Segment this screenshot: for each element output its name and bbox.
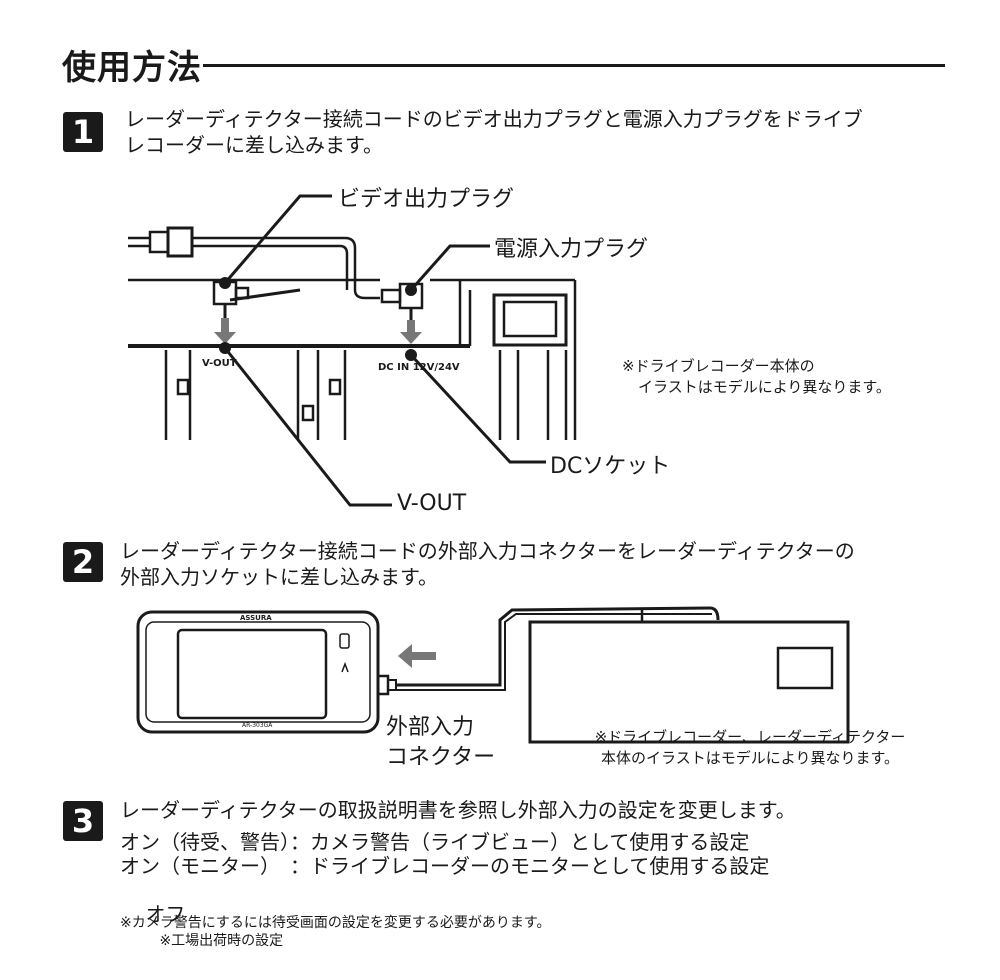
vout-label: V-OUT [397, 491, 467, 516]
step-3-number: 3 [63, 801, 103, 841]
title-rule [203, 64, 945, 67]
power-button-icon [339, 633, 350, 649]
setting-off-label: オフ [145, 902, 186, 926]
dc-socket-bracket [492, 293, 568, 347]
recorder-note-line1: ※ドライブレコーダー本体の [622, 357, 815, 375]
device-model: AR-303GA [242, 722, 273, 729]
port-vout-text: V-OUT [202, 358, 237, 369]
device-illustration-note: ※ドライブレコーダー、レーダーディテクター 本体のイラストはモデルにより異なりま… [540, 727, 960, 769]
step-2-text: レーダーディテクター接続コードの外部入力コネクターをレーダーディテクターの 外部… [120, 538, 855, 590]
setting-on-standby: オン（待受、警告）：カメラ警告（ライブビュー）として使用する設定 [120, 830, 750, 854]
video-insert-arrow [214, 332, 236, 344]
radar-detector-screen [176, 628, 328, 720]
connector-label: 外部入力 コネクター [386, 713, 495, 773]
brand-logo-icon [341, 661, 349, 673]
cable-connector-main [166, 226, 194, 258]
connection-cable [396, 606, 720, 687]
vout-leader [223, 347, 392, 507]
connector-label-line1: 外部入力 [386, 715, 475, 740]
setting-off-note: ※工場出荷時の設定 [159, 933, 284, 949]
device-note-line1: ※ドライブレコーダー、レーダーディテクター [594, 728, 906, 746]
drive-recorder-screen [776, 646, 834, 690]
step-1-text-line2: レコーダーに差し込みます。 [125, 133, 383, 157]
port-dc-text: DC IN 12V/24V [378, 362, 460, 373]
insert-direction-arrow [398, 644, 412, 668]
connector-label-line2: コネクター [386, 745, 496, 770]
step-1-number: 1 [63, 112, 103, 152]
step-3-text: レーダーディテクターの取扱説明書を参照し外部入力の設定を変更します。 [120, 798, 796, 822]
power-plug-leader [409, 244, 490, 291]
step-2-text-line1: レーダーディテクター接続コードの外部入力コネクターをレーダーディテクターの [120, 539, 855, 563]
drive-recorder-body [528, 620, 850, 744]
device-brand: ASSURA [240, 614, 272, 622]
step-1-text: レーダーディテクター接続コードのビデオ出力プラグと電源入力プラグをドライブ レコ… [125, 106, 863, 158]
radar-detector-body [136, 610, 380, 734]
power-insert-arrow [400, 332, 422, 344]
setting-off: オフ ※工場出荷時の設定 [120, 878, 769, 977]
footnote: ※カメラ警告にするには待受画面の設定を変更する必要があります。 [120, 915, 551, 931]
step-2-text-line2: 外部入力ソケットに差し込みます。 [120, 565, 438, 589]
video-plug-leader [223, 194, 332, 284]
step-1-text-line1: レーダーディテクター接続コードのビデオ出力プラグと電源入力プラグをドライブ [125, 107, 863, 131]
device-note-line2: 本体のイラストはモデルにより異なります。 [601, 749, 899, 767]
recorder-note-line2: イラストはモデルにより異なります。 [638, 378, 891, 396]
recorder-illustration-note: ※ドライブレコーダー本体の イラストはモデルにより異なります。 [622, 356, 891, 398]
power-plug-label: 電源入力プラグ [494, 237, 649, 262]
settings-list: オン（待受、警告）：カメラ警告（ライブビュー）として使用する設定 オン（モニター… [120, 830, 769, 977]
dc-socket-label: DCソケット [550, 454, 671, 479]
video-plug-label: ビデオ出力プラグ [338, 187, 515, 212]
page-title: 使用方法 [62, 48, 202, 88]
setting-on-monitor: オン（モニター） ：ドライブレコーダーのモニターとして使用する設定 [120, 854, 770, 878]
dc-socket-leader [409, 353, 546, 464]
step-2-number: 2 [63, 542, 103, 582]
